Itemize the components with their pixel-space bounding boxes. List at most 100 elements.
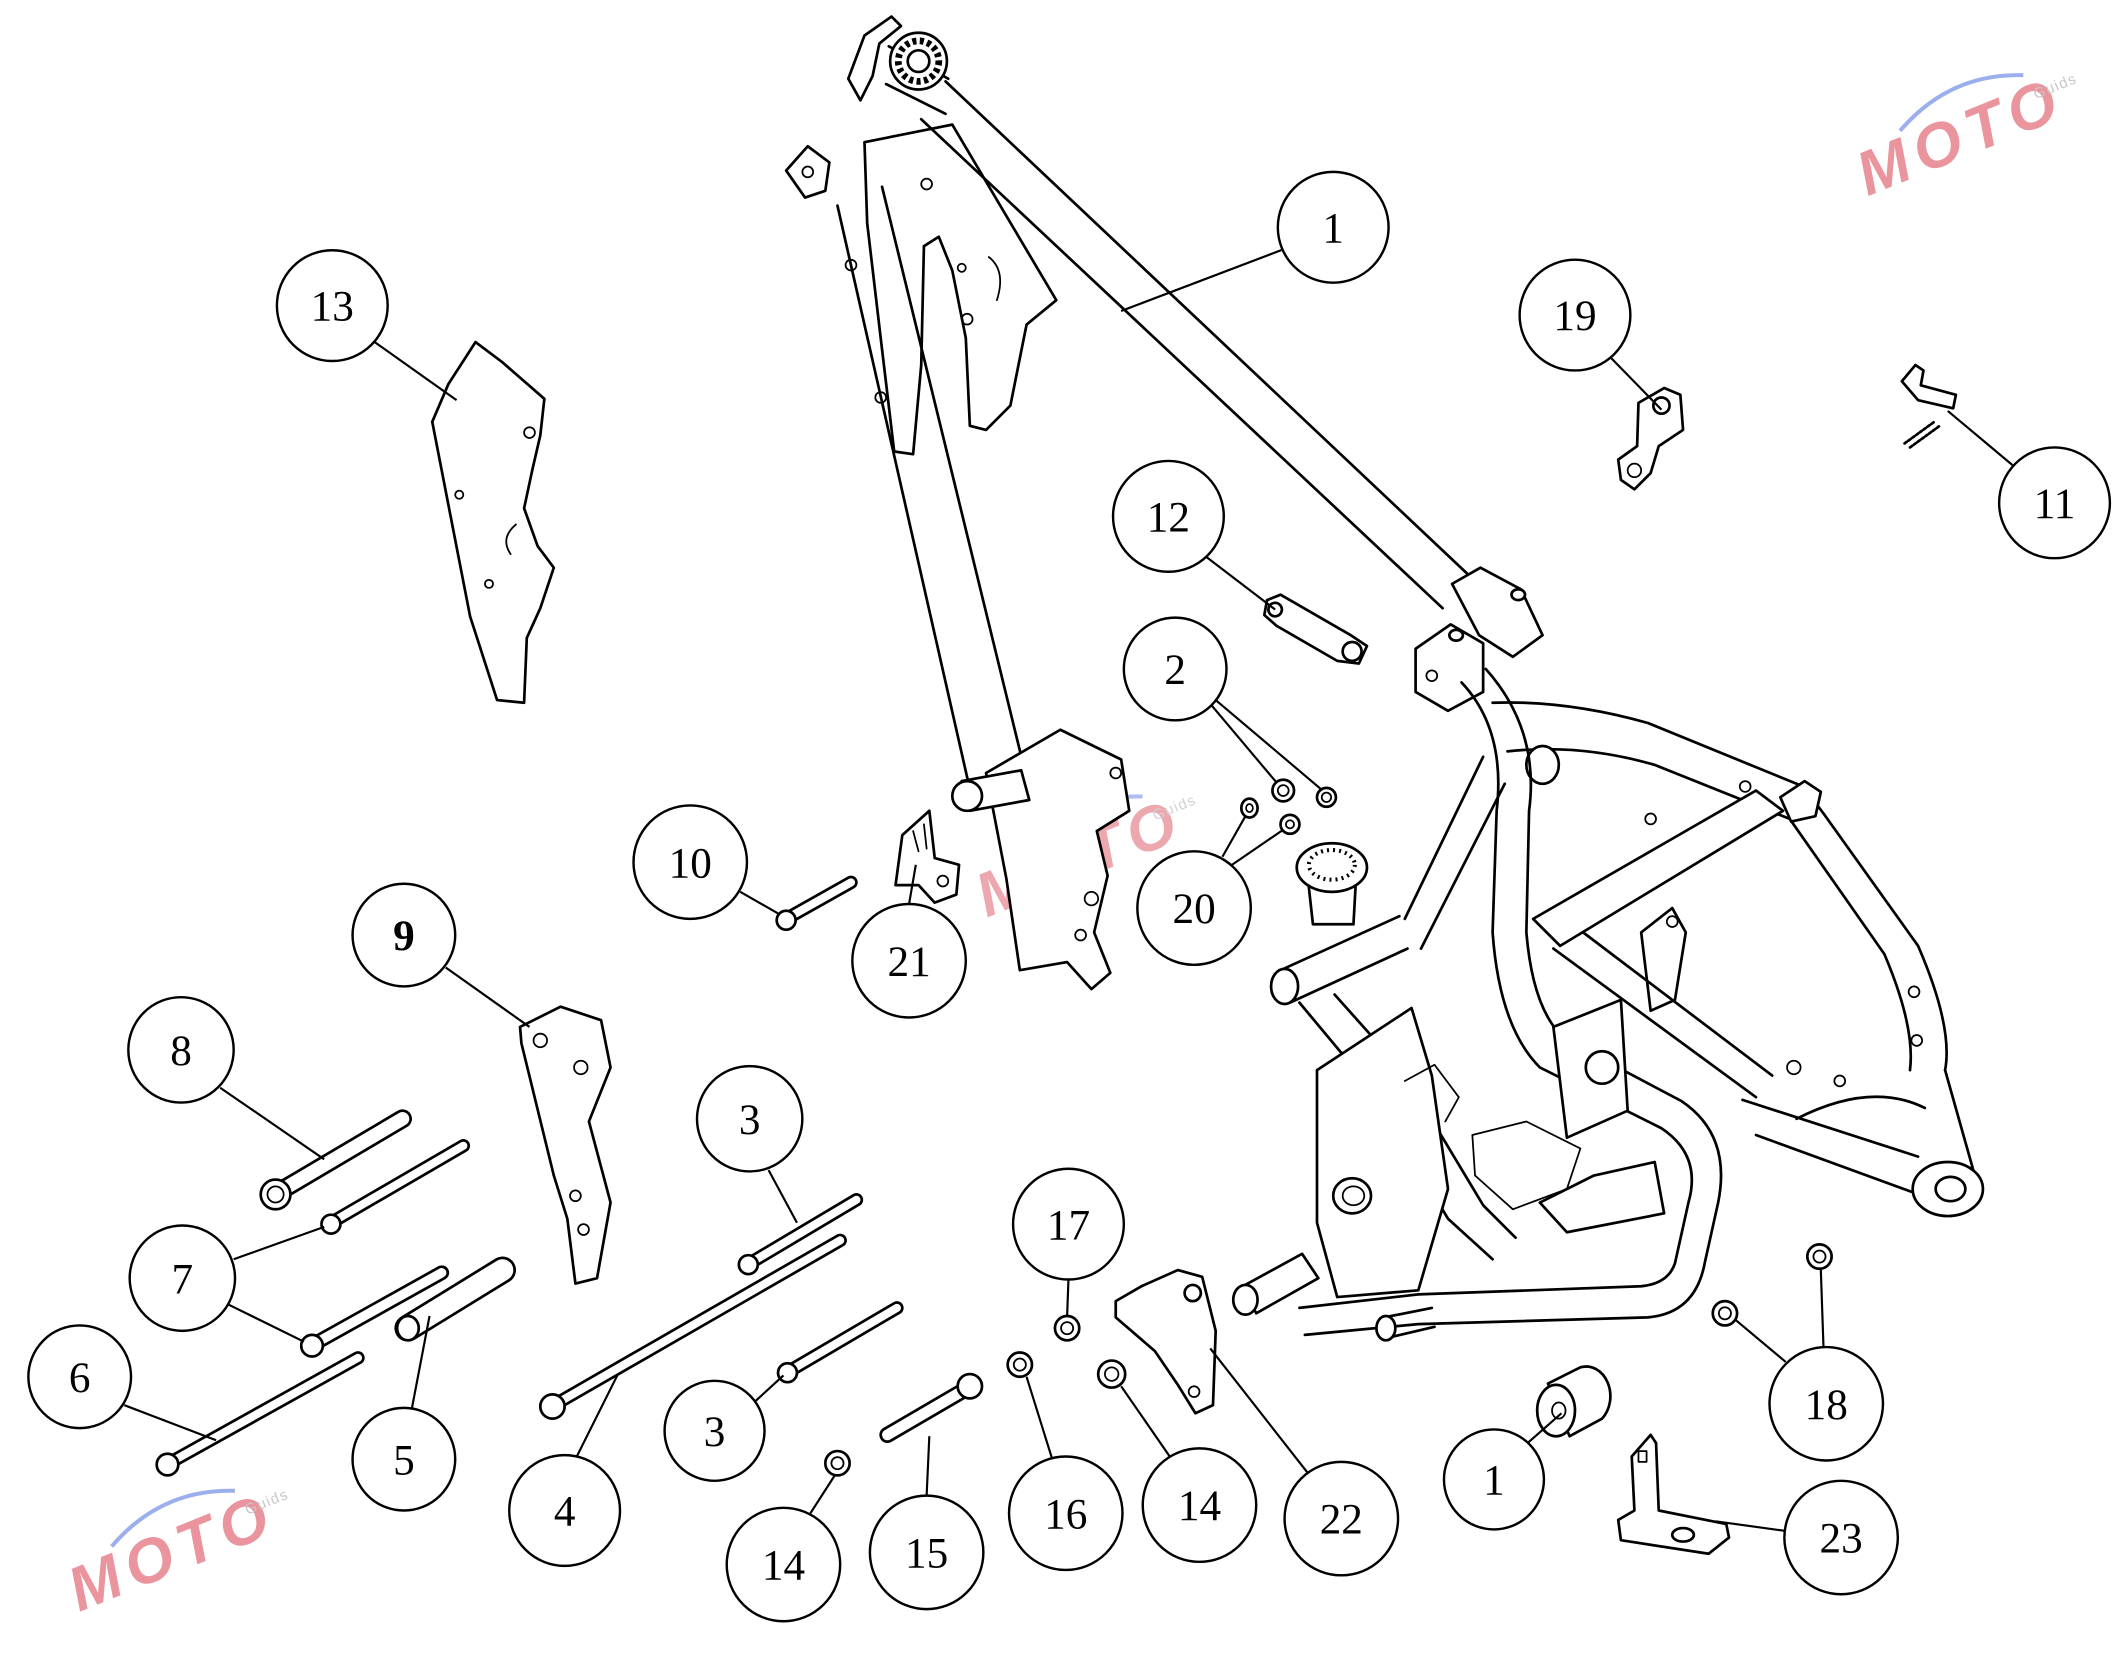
leader-line — [1221, 815, 1247, 858]
part-6-head — [155, 1452, 180, 1477]
callout-circle — [275, 249, 389, 363]
part-14-nut-bore — [1104, 1366, 1120, 1382]
part-16-drawing — [1006, 1351, 1034, 1379]
part-20-drawing — [1240, 797, 1301, 836]
part-9-hole — [577, 1223, 590, 1236]
frame-gusset-plate — [863, 123, 1058, 456]
part-7-shank — [308, 1268, 447, 1350]
callout-label: 8 — [170, 1027, 192, 1075]
part-15-head — [956, 1372, 984, 1400]
leader-line — [739, 890, 779, 915]
part-16-nut-bore — [1012, 1357, 1027, 1372]
callout-3-lower: 3 — [663, 1374, 785, 1483]
frame-bottom-stub-end — [1375, 1314, 1397, 1342]
leader-line — [1120, 1385, 1171, 1458]
part-8-drawing — [259, 1109, 412, 1211]
part-6-drawing — [155, 1351, 365, 1477]
part-19-hole — [1651, 396, 1671, 416]
part-6-shank — [164, 1353, 363, 1468]
part-2-nut — [1315, 786, 1338, 809]
part-19-drawing — [1616, 386, 1685, 491]
callout-label: 17 — [1047, 1201, 1090, 1249]
part-14-nut — [1096, 1359, 1127, 1389]
callout-circle — [1111, 459, 1226, 573]
callout-label: 21 — [887, 938, 930, 986]
part-5-sleeve — [397, 1259, 514, 1339]
callout-14-right: 14 — [1120, 1385, 1258, 1564]
frame-post — [1448, 628, 1465, 642]
frame-hole — [1907, 985, 1921, 999]
part-14-right-drawing — [1096, 1359, 1127, 1389]
leader-line — [1735, 1319, 1787, 1363]
part-22-plate — [1114, 1268, 1218, 1415]
part-18-drawing — [1711, 1243, 1833, 1327]
callout-20: 20 — [1136, 815, 1284, 967]
callout-label: 12 — [1147, 493, 1190, 541]
leader-line — [1214, 699, 1322, 791]
part-17-nut — [1053, 1314, 1081, 1342]
frame-hole — [874, 391, 887, 404]
part-21-bracket — [894, 809, 961, 905]
callout-label: 9 — [393, 912, 415, 960]
frame-hole — [920, 177, 933, 191]
callout-circle — [1122, 616, 1228, 722]
part-23-slot — [1637, 1450, 1648, 1463]
callout-22: 22 — [1209, 1347, 1400, 1577]
frame-side-tab-hole — [801, 165, 815, 179]
part-4-drawing — [538, 1233, 847, 1421]
frame-hole — [1425, 669, 1439, 683]
part-22-drawing — [1114, 1268, 1218, 1415]
callout-circle — [1007, 1455, 1124, 1572]
frame-rear-tab — [1778, 779, 1823, 823]
part-13-hole — [454, 489, 465, 500]
part-17-nut-bore — [1060, 1321, 1075, 1336]
leader-line — [575, 1374, 619, 1457]
callout-label: 20 — [1172, 885, 1215, 933]
part-20-washer — [1279, 813, 1301, 836]
part-22-hole — [1187, 1385, 1201, 1398]
frame-side-tab — [784, 144, 831, 199]
part-12-link — [1262, 593, 1369, 665]
frame-hole — [956, 262, 967, 273]
callout-label: 18 — [1805, 1381, 1848, 1429]
callout-label: 13 — [311, 283, 354, 331]
callout-label: 11 — [2034, 480, 2076, 528]
frame-hole — [1074, 928, 1087, 942]
frame-post — [1510, 587, 1527, 602]
callout-label: 2 — [1164, 646, 1186, 694]
frame-head-bracket — [846, 15, 903, 102]
frame-side-bracket — [1639, 906, 1688, 1013]
callout-circle — [663, 1379, 766, 1483]
frame-top-tube — [919, 80, 1474, 610]
callout-17: 17 — [1011, 1167, 1126, 1317]
callout-2: 2 — [1122, 616, 1322, 791]
part-4-shank — [549, 1236, 845, 1410]
frame-gusset-slot — [987, 256, 1002, 302]
callout-19: 19 — [1518, 258, 1663, 411]
callout-circle — [868, 1494, 985, 1611]
leader-line — [750, 1374, 785, 1406]
callout-10: 10 — [632, 804, 779, 921]
part-15-shank — [882, 1382, 974, 1441]
callout-circle — [725, 1506, 842, 1623]
frame-hole — [1738, 780, 1752, 793]
callout-label: 6 — [69, 1354, 91, 1402]
frame-filler-cap-texture — [1306, 847, 1357, 882]
watermark-swoosh — [110, 1488, 235, 1548]
callout-7: 7 — [128, 1224, 325, 1343]
leader-line — [1527, 1412, 1563, 1444]
frame-tube-end — [1525, 744, 1561, 786]
leader-line — [925, 1436, 931, 1496]
callout-circle — [1997, 446, 2112, 560]
callout-5: 5 — [351, 1315, 457, 1512]
part-7-drawing — [299, 1139, 471, 1358]
callout-circle — [508, 1453, 622, 1568]
callout-label: 1 — [1322, 204, 1344, 252]
part-13-hole — [523, 426, 536, 439]
part-7-head — [320, 1213, 342, 1235]
callout-1-bottom: 1 — [1442, 1412, 1563, 1531]
leader-line — [1205, 556, 1276, 611]
leader-line — [1231, 828, 1284, 866]
part-4-head — [538, 1392, 566, 1421]
part-23-hole — [1670, 1526, 1696, 1543]
